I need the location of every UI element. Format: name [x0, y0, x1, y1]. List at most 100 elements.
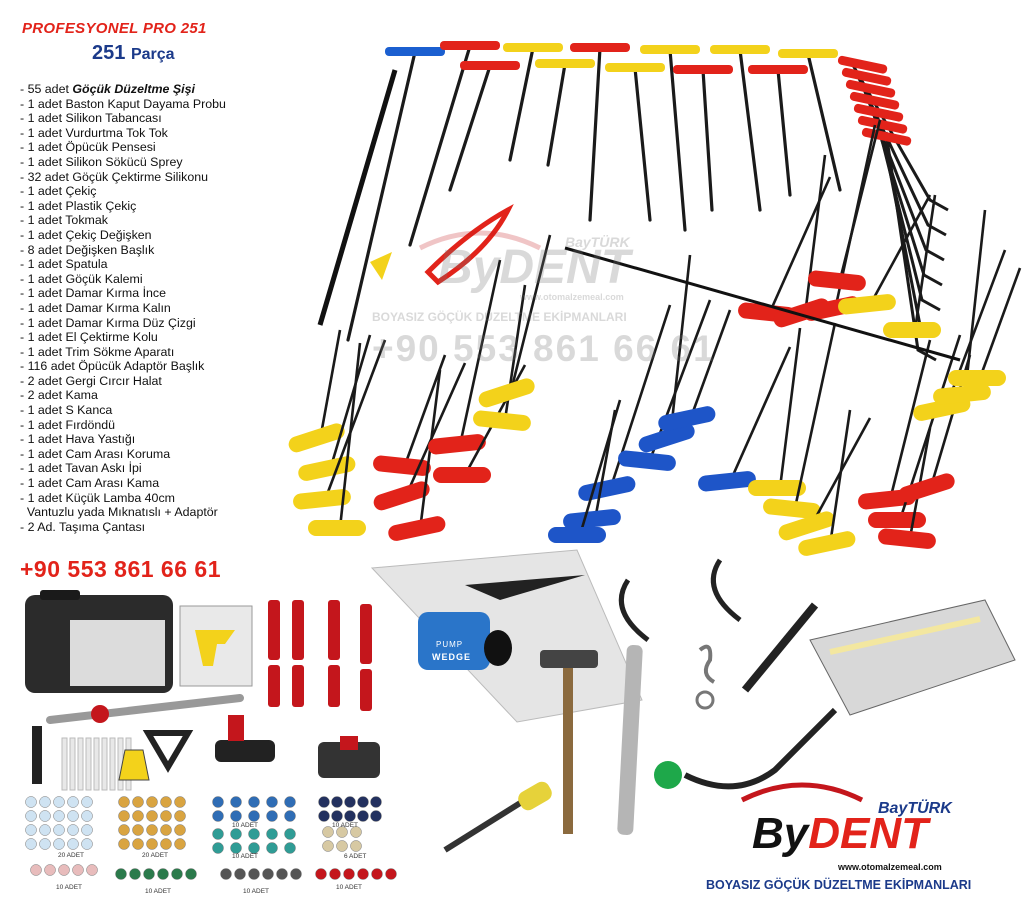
- grip-handle: [798, 531, 856, 556]
- watermark-phone: +90 553 861 66 61: [372, 328, 716, 369]
- glue-tab: [132, 838, 144, 850]
- glue-tab: [174, 824, 186, 836]
- glue-tab: [212, 842, 224, 854]
- swivel: [695, 690, 715, 710]
- slide-hammer-stop: [91, 705, 109, 723]
- grip-handle: [837, 55, 888, 74]
- t-handle: [460, 61, 520, 70]
- tool-rod: [328, 334, 372, 471]
- glue-tab: [248, 842, 260, 854]
- glue-tab: [39, 810, 51, 822]
- spray-bottle: [118, 749, 150, 781]
- tool-rod: [458, 259, 502, 446]
- glue-tab: [331, 810, 343, 822]
- tool-rod: [778, 327, 802, 489]
- glue-tab: [284, 796, 296, 808]
- tool-rod: [668, 48, 687, 232]
- tool-rod: [448, 64, 492, 192]
- grip-handle: [373, 481, 430, 511]
- led-lamp: [809, 599, 1016, 716]
- wedge-tool: [360, 669, 372, 711]
- tool-rod: [738, 48, 762, 212]
- grip-handle: [618, 450, 676, 471]
- grip-handle: [638, 423, 695, 453]
- glue-tab: [146, 838, 158, 850]
- hammer-handle: [563, 664, 573, 834]
- glue-tab: [53, 810, 65, 822]
- tool-rod: [848, 59, 949, 212]
- t-handle: [440, 41, 500, 50]
- glue-tab: [370, 796, 382, 808]
- glue-tab: [157, 868, 169, 880]
- glue-tab: [357, 868, 369, 880]
- window-wedge: [465, 575, 585, 600]
- contents-list-item: - 1 adet Tavan Askı İpi: [20, 461, 142, 476]
- mallet-handle: [443, 797, 527, 853]
- tool-rod: [588, 46, 602, 222]
- glue-tab: [230, 796, 242, 808]
- wedge-tool: [292, 665, 304, 707]
- glue-tab: [118, 824, 130, 836]
- contents-list-item: - 2 Ad. Taşıma Çantası: [20, 519, 146, 534]
- glue-tab: [230, 810, 242, 822]
- glue-tab: [350, 840, 362, 852]
- grip-handle: [428, 434, 486, 455]
- logo-brand-small: BayTÜRK: [878, 800, 952, 817]
- tool-rod: [803, 154, 827, 316]
- knock-down-tool: [617, 645, 643, 835]
- glue-tab: [248, 868, 260, 880]
- contents-list-item: - 1 adet Öpücük Pensesi: [20, 140, 156, 155]
- contents-list-item: - 1 adet Vurdurtma Tok Tok: [20, 125, 168, 140]
- slide-hammer: [46, 694, 244, 724]
- trim-tool: [360, 604, 372, 664]
- glue-tab: [30, 864, 42, 876]
- contents-list-item: - 1 adet Silikon Sökücü Sprey: [20, 154, 183, 169]
- glue-tab: [370, 810, 382, 822]
- logo-brand-dent: DENT: [808, 809, 929, 858]
- glue-tab: [284, 810, 296, 822]
- glue-tab: [115, 868, 127, 880]
- t-handle: [748, 65, 808, 74]
- tool-rod: [508, 234, 552, 396]
- t-handle: [570, 43, 630, 52]
- contents-list-item: - 2 adet Gergi Cırcır Halat: [20, 373, 162, 388]
- glue-gun: [195, 630, 235, 666]
- logo-tagline: BOYASIZ GÖÇÜK DÜZELTME EKİPMANLARI: [706, 878, 972, 892]
- glue-tab: [118, 838, 130, 850]
- case-handle: [40, 590, 80, 600]
- glue-tab: [143, 868, 155, 880]
- glue-tab: [67, 838, 79, 850]
- piece-count: 251 Parça: [92, 42, 175, 65]
- bridge-puller: [318, 742, 380, 778]
- glue-tab: [81, 838, 93, 850]
- piece-count-number: 251: [92, 42, 126, 64]
- grip-handle: [778, 511, 835, 541]
- marker-pen: [32, 726, 42, 784]
- contents-list-item: - 1 adet Trim Sökme Aparatı: [20, 344, 175, 359]
- glue-tab: [266, 810, 278, 822]
- led-strip: [829, 616, 981, 655]
- tool-rod: [963, 209, 987, 396]
- glue-tab: [25, 810, 37, 822]
- watermark-url: www.otomalzemeal.com: [520, 292, 624, 302]
- glue-tab: [160, 796, 172, 808]
- tab-label: 10 ADET: [56, 884, 83, 891]
- glue-tab: [230, 828, 242, 840]
- glue-tab: [129, 868, 141, 880]
- tool-rod: [828, 409, 852, 546]
- glue-tab: [132, 810, 144, 822]
- glue-stick: [61, 737, 68, 791]
- pump-label-2: WEDGE: [432, 652, 472, 662]
- glue-tab: [212, 796, 224, 808]
- contents-list-item: - 116 adet Öpücük Adaptör Başlık: [20, 359, 205, 374]
- contents-list-item: - 2 adet Kama: [20, 388, 98, 403]
- contents-list-item: - 1 adet Hava Yastığı: [20, 432, 136, 447]
- grip-handle: [698, 471, 756, 492]
- glue-tab: [67, 810, 79, 822]
- contents-list: - 55 adet Göçük Düzeltme Şişi- 1 adet Ba…: [20, 82, 226, 534]
- tool-rod: [408, 44, 472, 247]
- glue-tab: [53, 824, 65, 836]
- piece-count-word: Parça: [130, 46, 175, 63]
- watermark-brand-small: BayTÜRK: [565, 234, 630, 250]
- glue-tab: [315, 868, 327, 880]
